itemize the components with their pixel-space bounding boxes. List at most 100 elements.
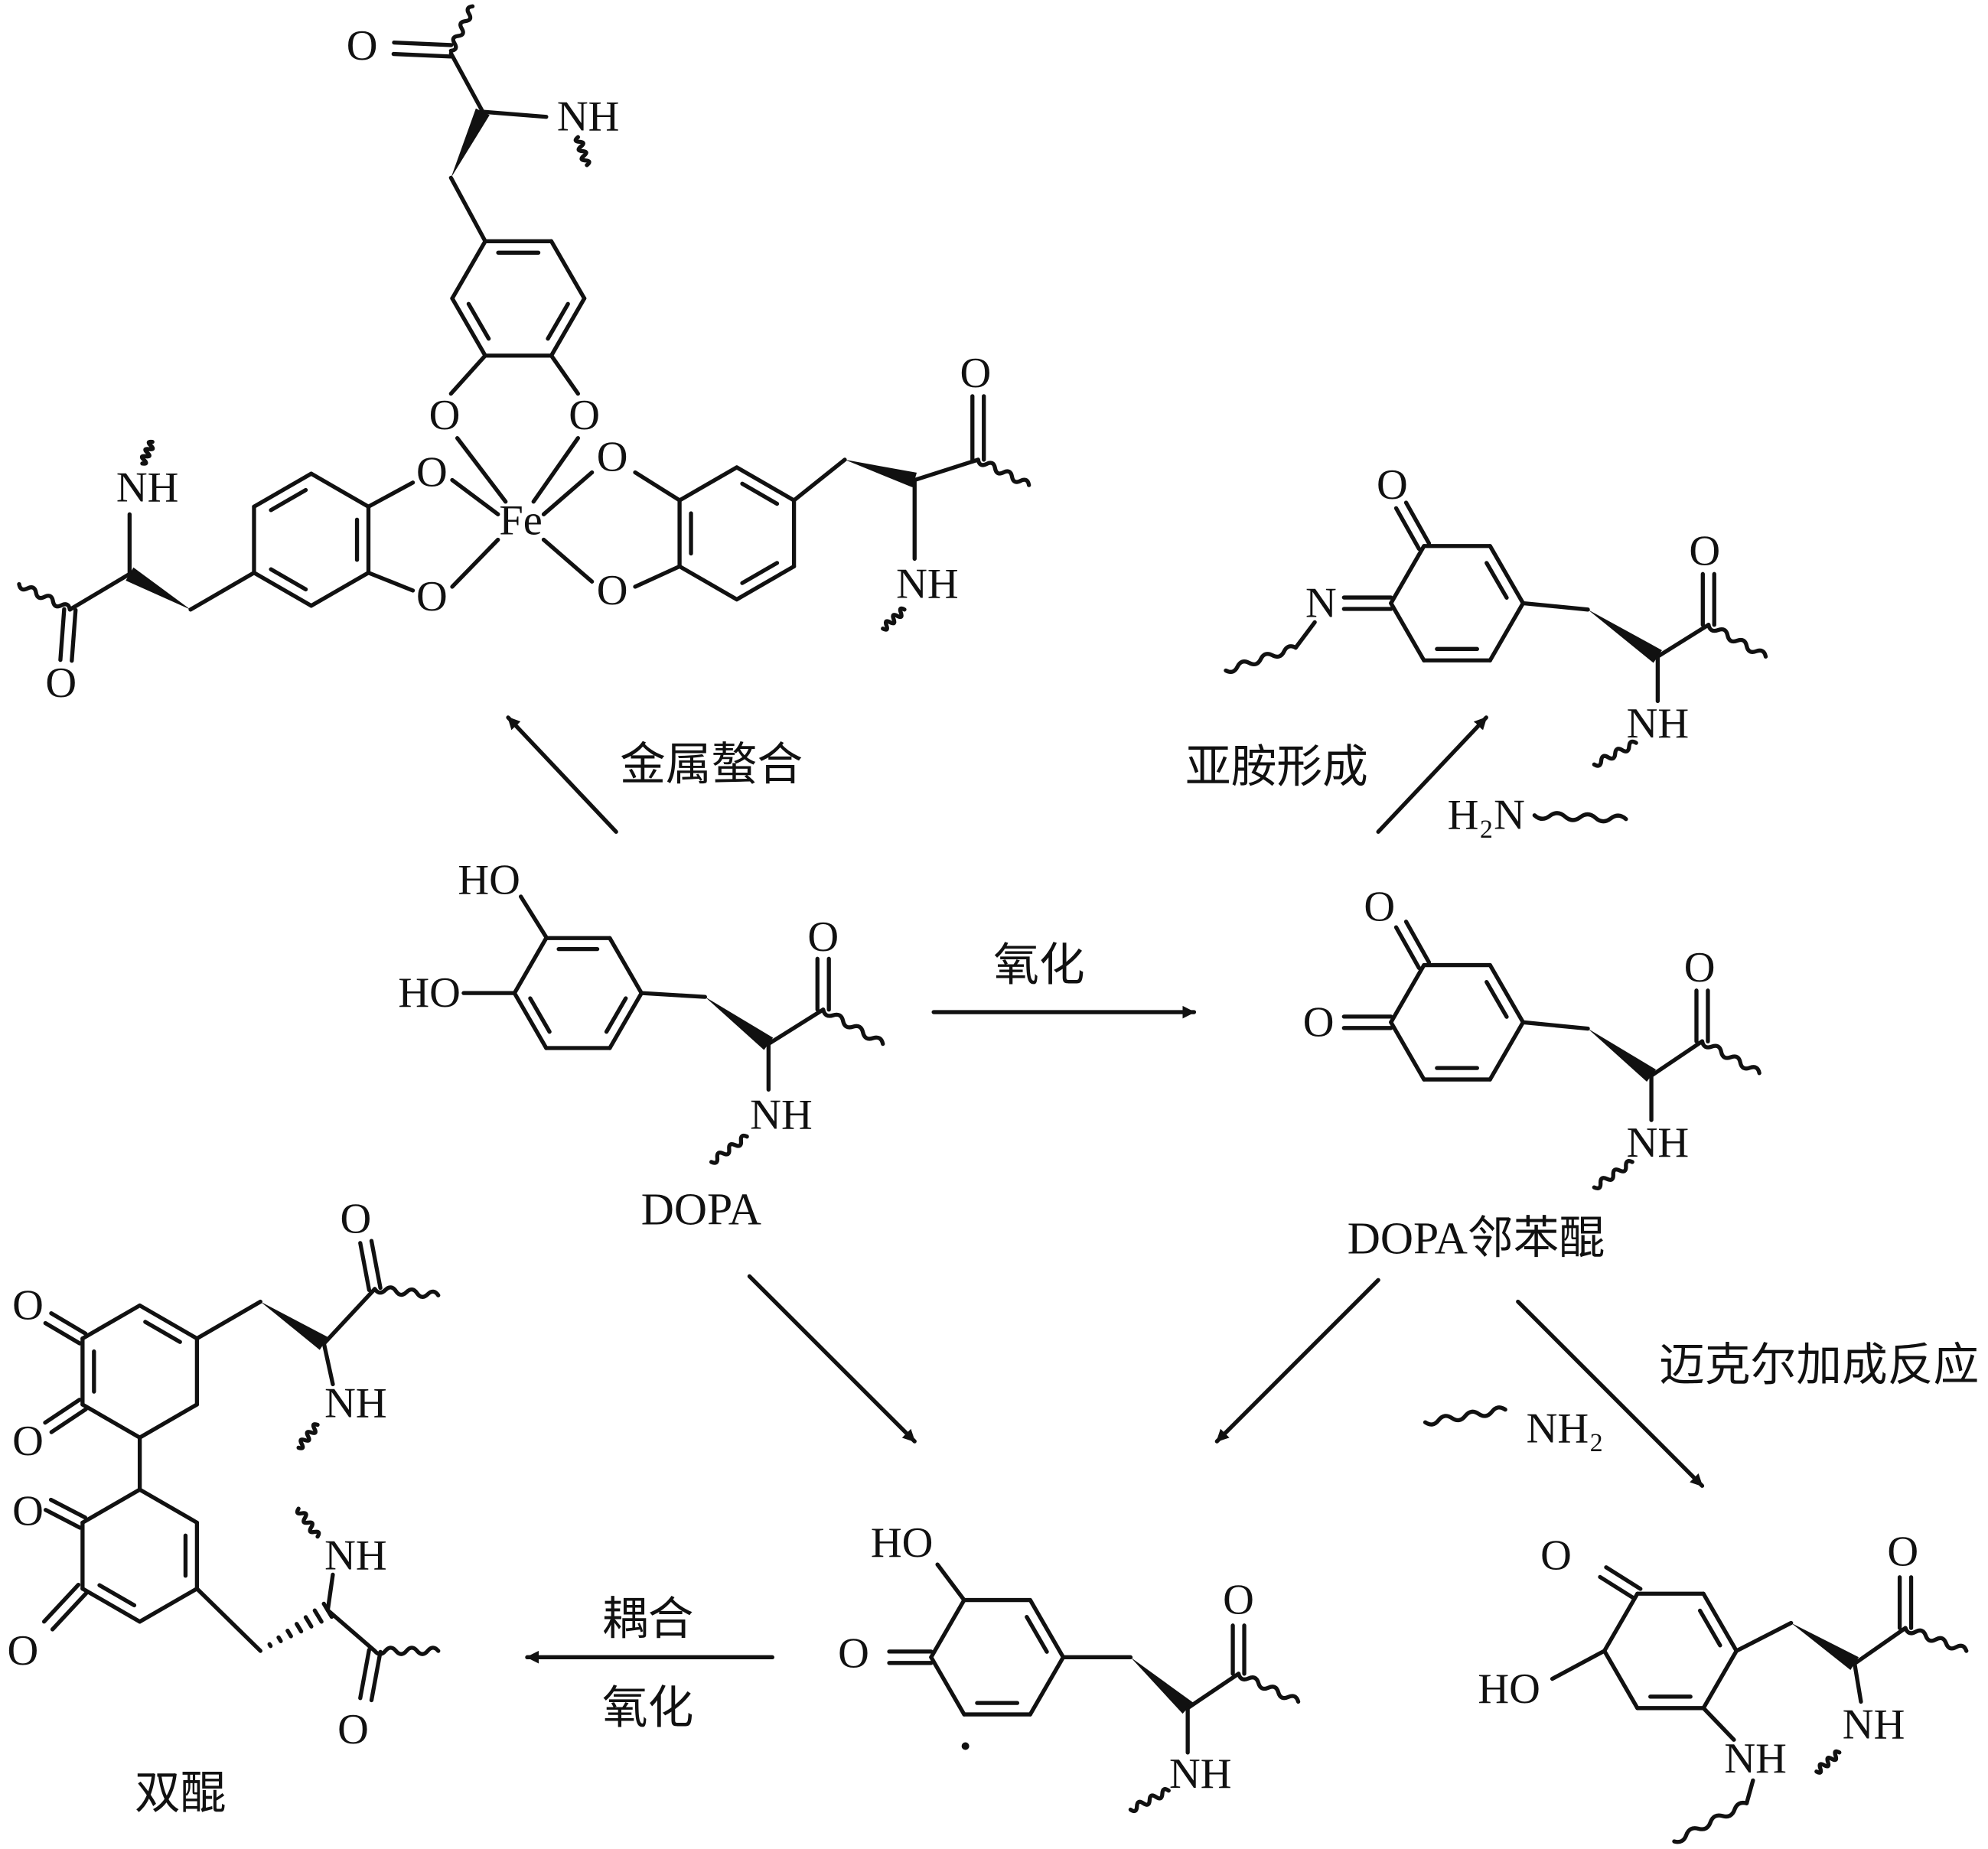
atom-label: NH <box>1169 1750 1232 1798</box>
ring-bond <box>512 936 549 995</box>
bond <box>1293 620 1317 650</box>
wedge-bond <box>1791 1623 1859 1671</box>
ring-bond <box>608 936 644 995</box>
ring-double-bond <box>604 996 628 1034</box>
wedge-bond <box>705 997 774 1050</box>
bond <box>1853 1661 1863 1704</box>
ring-bond <box>80 1587 142 1624</box>
ring-bond <box>1028 1597 1066 1659</box>
ring-bond <box>1701 1649 1739 1711</box>
wavy-bond <box>1592 739 1638 768</box>
amine-reagent: H₂N <box>1448 792 1525 839</box>
atom-label: O <box>1364 883 1395 930</box>
arrow-quinone-to-radical <box>1214 1278 1380 1444</box>
ring-bond <box>450 239 487 301</box>
atom-label: NH <box>557 93 620 141</box>
double-bond <box>1598 1574 1637 1601</box>
atom-label: NH <box>1627 700 1690 747</box>
bond <box>188 571 256 612</box>
bond <box>1185 1672 1241 1711</box>
atom-label: O <box>597 434 628 481</box>
bond <box>450 537 500 589</box>
bisquinone-name: 双醌 <box>135 1768 227 1818</box>
bond <box>791 457 847 503</box>
double-bond <box>358 1648 372 1701</box>
atom-label: NH <box>1627 1119 1690 1167</box>
oxidation-label-2: 氧化 <box>602 1683 694 1733</box>
atom-label: O <box>8 1627 39 1675</box>
fe-atom: Fe <box>499 497 542 545</box>
wavy-bond <box>1592 1159 1634 1190</box>
wavy-bond <box>139 439 155 466</box>
bond <box>1649 1039 1705 1078</box>
atom-label: O <box>12 1282 44 1330</box>
atom-label: O <box>416 449 448 496</box>
double-bond <box>50 1590 90 1632</box>
wedge-bond <box>1130 1657 1193 1714</box>
bond <box>633 564 682 589</box>
atom-label: HO <box>871 1519 934 1567</box>
atom-label: O <box>960 350 992 397</box>
atom-label: O <box>347 22 378 70</box>
michael-addition-label: 迈克尔加成反应 <box>1659 1340 1979 1391</box>
dopa-name: DOPA <box>641 1183 761 1234</box>
atom-label: O <box>1540 1532 1572 1580</box>
double-bond <box>44 1508 83 1530</box>
atom-label: O <box>569 392 600 439</box>
ring-bond <box>1028 1655 1066 1717</box>
atom-label: O <box>1689 527 1720 575</box>
arrow-imine-formation <box>1376 715 1488 834</box>
atom-label: NH <box>1843 1701 1905 1748</box>
wavy-bond <box>1128 1787 1171 1814</box>
double-bond <box>43 1320 82 1346</box>
oxidation-label: 氧化 <box>993 940 1085 991</box>
atom-label: HO <box>398 969 461 1017</box>
ring-double-bond <box>1484 980 1509 1019</box>
wavy-bond <box>373 1646 441 1656</box>
radical-dot <box>961 1742 970 1750</box>
atom-label: O <box>45 659 77 707</box>
double-bond <box>391 51 453 59</box>
bond <box>1655 623 1711 659</box>
bond <box>541 470 595 516</box>
bond <box>1734 1620 1794 1653</box>
ring-bond <box>1602 1591 1640 1653</box>
wavy-bond <box>295 1506 321 1539</box>
bond <box>1520 601 1590 612</box>
atom-label: O <box>416 573 448 620</box>
ring-bond <box>137 1487 200 1525</box>
bond <box>194 1587 262 1653</box>
wavy-bond <box>821 1008 885 1047</box>
wavy-bond <box>1236 1672 1301 1704</box>
bond <box>1550 1649 1607 1681</box>
wavy-bond <box>709 1133 749 1165</box>
ring-bond <box>1389 544 1426 606</box>
bond <box>448 175 487 244</box>
ring-double-bond <box>143 1320 182 1344</box>
atom-label: NH <box>324 1532 387 1580</box>
ring-double-bond <box>97 1583 137 1608</box>
arrow-dopa-to-radical <box>747 1274 917 1444</box>
double-bond <box>1403 500 1432 545</box>
atom-label: O <box>838 1629 869 1677</box>
atom-label: N <box>1305 580 1337 627</box>
bond <box>321 1341 335 1387</box>
bond <box>912 457 980 483</box>
bond <box>481 109 549 119</box>
atom-label: O <box>807 913 839 961</box>
double-bond <box>49 1407 88 1434</box>
bond <box>1520 1020 1590 1031</box>
dopa-quinone-name: DOPA邻苯醌 <box>1348 1213 1605 1264</box>
atom-label: O <box>597 567 628 614</box>
ring-bond <box>1488 962 1526 1024</box>
bond <box>325 1572 335 1613</box>
bond <box>366 571 416 593</box>
bond <box>366 480 416 509</box>
hashed-bond <box>267 1601 334 1649</box>
metal-chelation-label: 金属螯合 <box>620 739 803 789</box>
double-bond <box>369 1239 383 1291</box>
double-bond <box>369 1649 383 1703</box>
ring-bond <box>1389 601 1426 662</box>
ring-bond <box>309 571 371 608</box>
